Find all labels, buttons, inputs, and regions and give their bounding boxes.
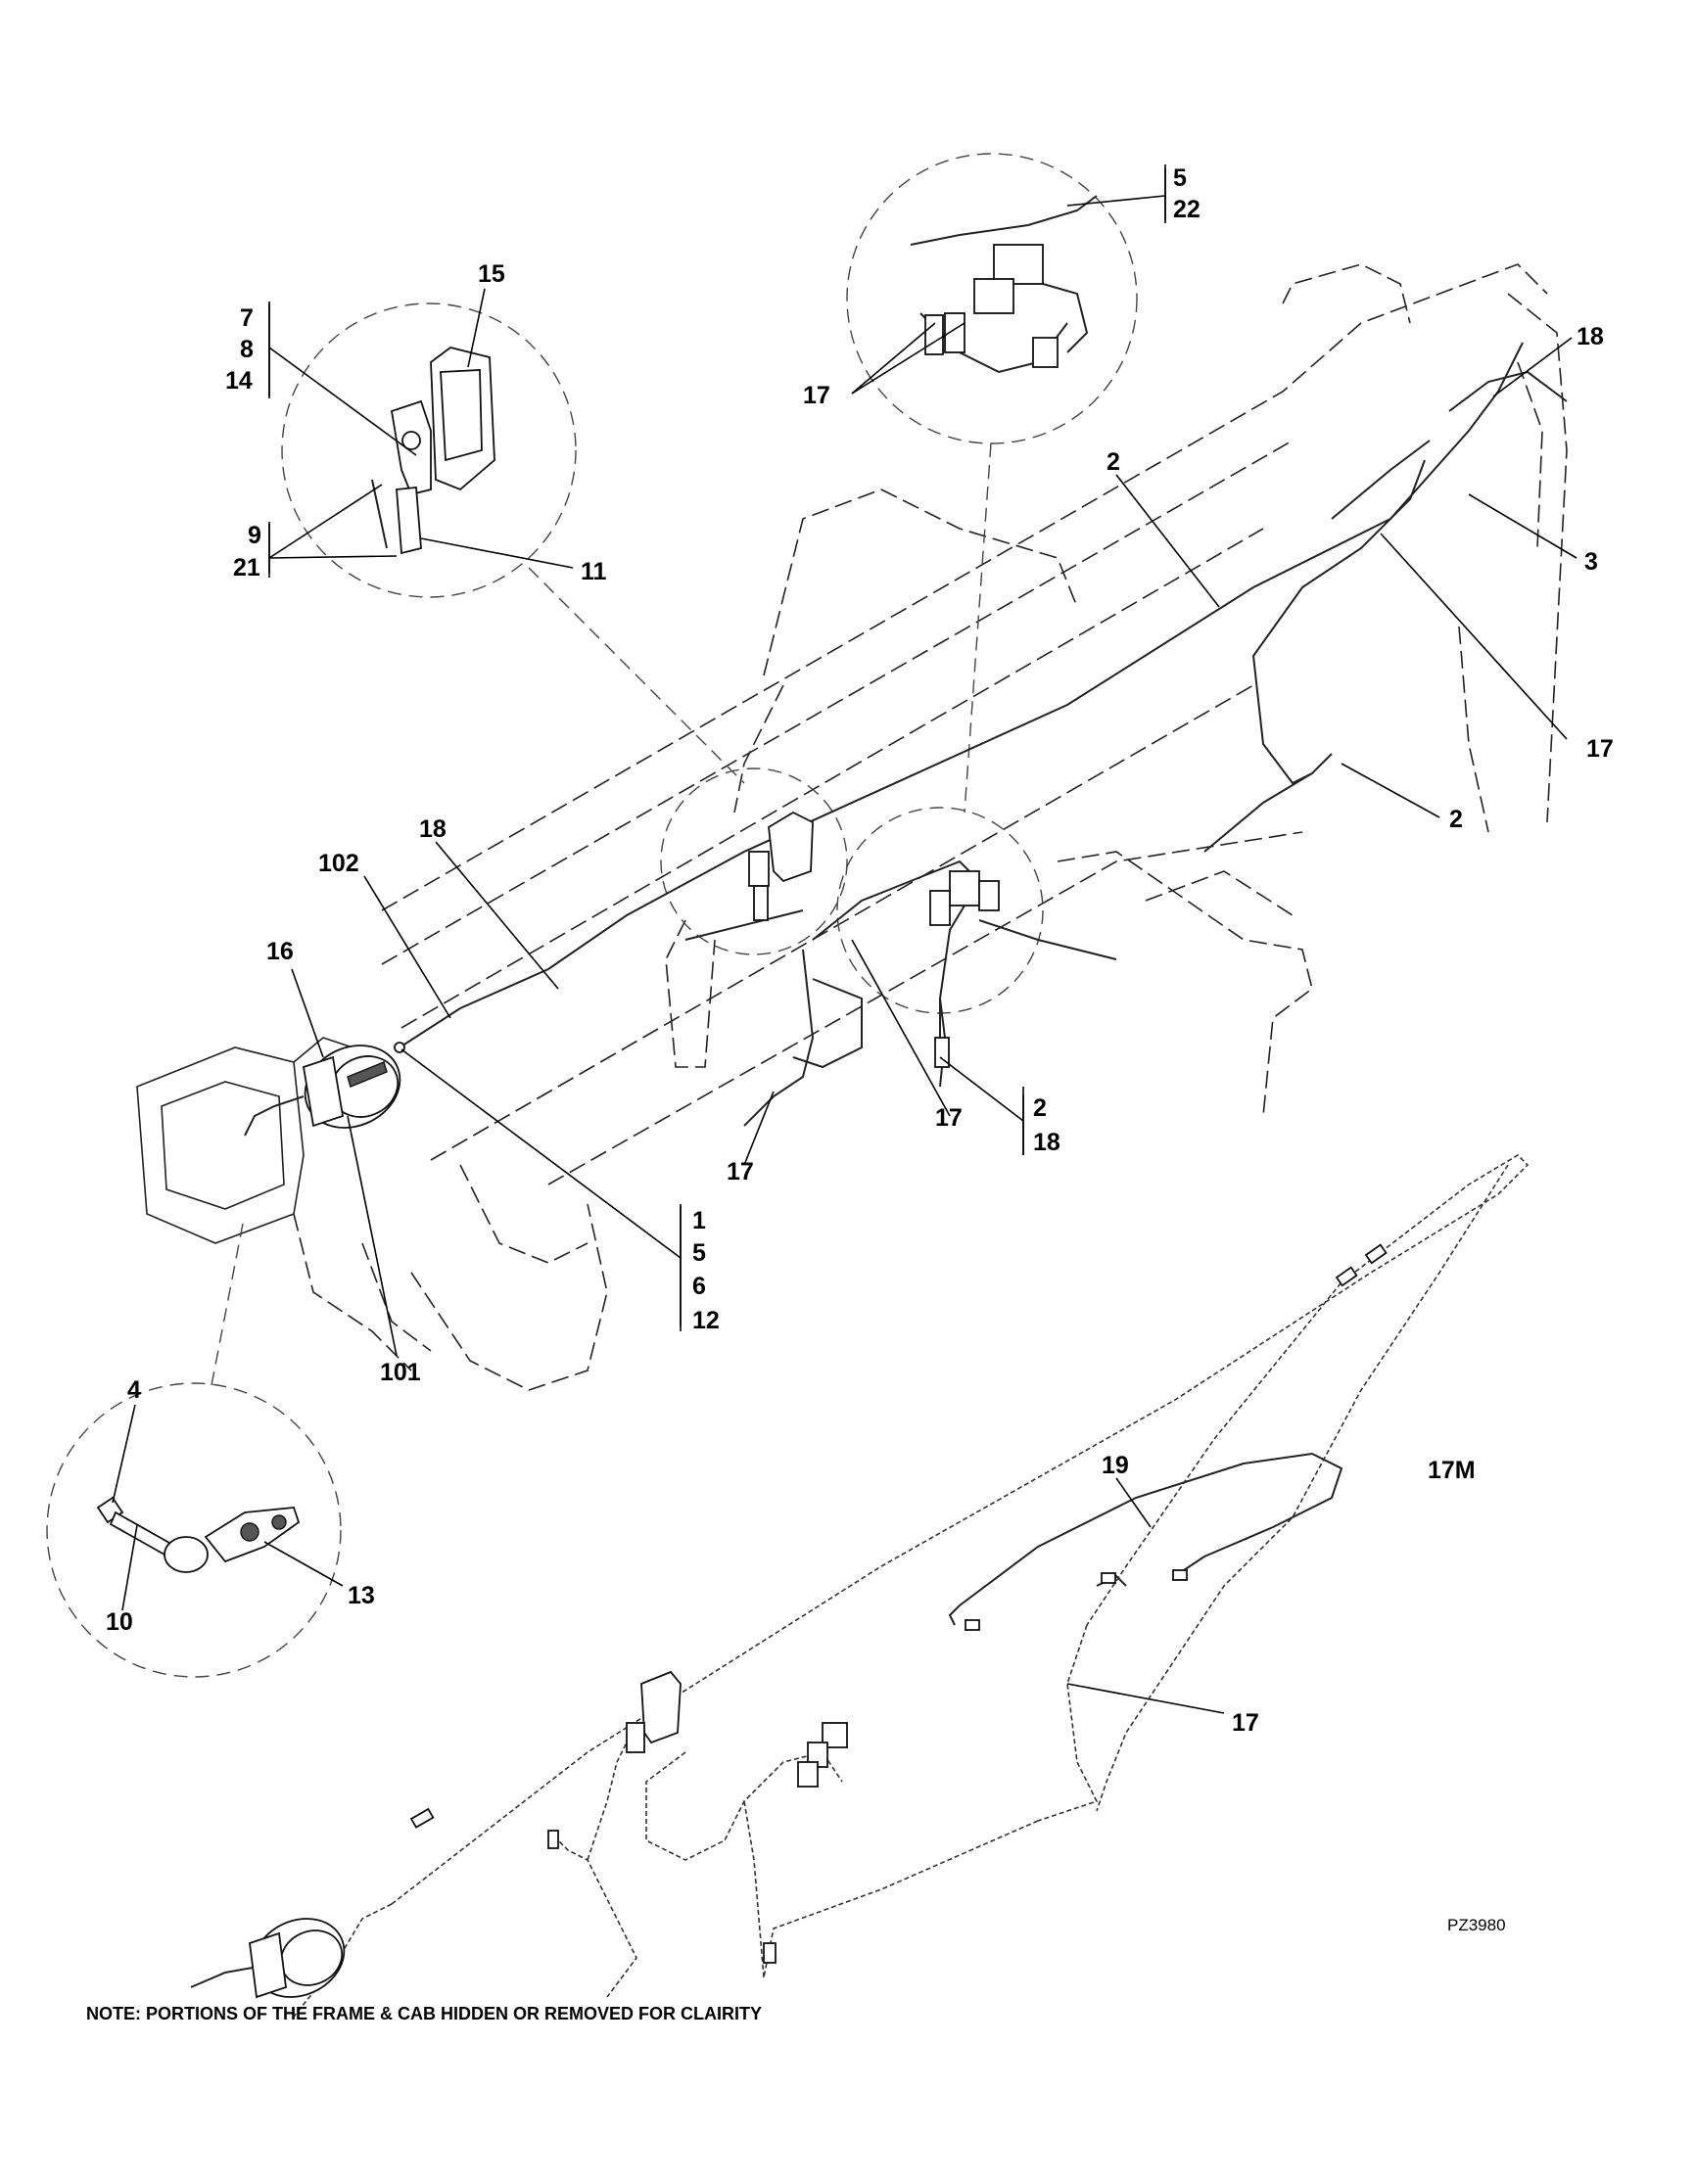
detail-circle-mid-light xyxy=(660,767,848,955)
callout-12: 12 xyxy=(692,1307,720,1334)
callout-13: 13 xyxy=(348,1582,375,1609)
detail-circle-ground-strap xyxy=(46,1382,342,1678)
callout-5: 5 xyxy=(1173,164,1187,192)
connector-icon xyxy=(409,1243,1388,1964)
drawing-note: NOTE: PORTIONS OF THE FRAME & CAB HIDDEN… xyxy=(86,2004,762,2023)
ground-strap-icon xyxy=(96,1496,301,1573)
callout-3: 3 xyxy=(1584,548,1598,576)
callout-17-top: 17 xyxy=(803,382,830,409)
relay-module-icon xyxy=(910,195,1098,374)
harness-19 xyxy=(948,1452,1343,1631)
callout-8: 8 xyxy=(240,336,254,363)
callout-7: 7 xyxy=(240,304,254,332)
callout-17-right: 17 xyxy=(1586,735,1614,763)
mid-relay-icon xyxy=(929,870,1000,1088)
callout-18-lower: 18 xyxy=(1033,1129,1060,1156)
callout-101: 101 xyxy=(380,1359,421,1386)
callout-21: 21 xyxy=(233,554,260,581)
mini-beacon-17m xyxy=(190,1918,346,1999)
mini-light-17m xyxy=(626,1670,682,1753)
callout-17-mid: 17 xyxy=(935,1104,963,1132)
mid-light-icon xyxy=(748,811,814,921)
detail-circle-work-light xyxy=(281,302,577,598)
beacon-lamp-icon xyxy=(244,1042,405,1137)
callout-17-bottom: 17 xyxy=(1232,1709,1259,1737)
callout-10: 10 xyxy=(106,1608,133,1636)
callout-labels: 5 22 17 15 7 8 14 9 21 11 18 2 3 17 2 10… xyxy=(106,164,1614,1737)
callout-18-right: 18 xyxy=(1577,323,1604,350)
callout-1: 1 xyxy=(692,1207,706,1234)
callout-6: 6 xyxy=(692,1273,706,1300)
callout-11: 11 xyxy=(581,558,607,585)
callout-brackets xyxy=(268,164,1166,1331)
callout-22: 22 xyxy=(1173,196,1201,223)
callout-16: 16 xyxy=(266,938,294,965)
work-light-icon xyxy=(371,347,495,555)
callout-102: 102 xyxy=(318,850,359,877)
callout-18-mid: 18 xyxy=(419,815,447,843)
drawing-code: PZ3980 xyxy=(1447,1916,1506,1934)
harness-routing xyxy=(396,342,1568,1127)
callout-5-lower: 5 xyxy=(692,1239,706,1267)
detail-circle-relay-top xyxy=(846,153,1138,444)
callout-14: 14 xyxy=(225,367,253,395)
mini-relay-17m xyxy=(797,1722,848,1788)
callout-2-top: 2 xyxy=(1106,448,1120,476)
callout-9: 9 xyxy=(248,522,261,549)
callout-15: 15 xyxy=(478,260,505,288)
callout-19: 19 xyxy=(1102,1452,1129,1479)
detail-circles xyxy=(46,153,1138,1678)
callout-17m: 17M xyxy=(1428,1457,1476,1484)
machine-frame xyxy=(136,263,1568,1391)
callout-4: 4 xyxy=(127,1376,141,1404)
callout-2-right: 2 xyxy=(1449,806,1463,833)
callout-17-left: 17 xyxy=(727,1158,754,1185)
callout-2-lower: 2 xyxy=(1033,1094,1047,1122)
